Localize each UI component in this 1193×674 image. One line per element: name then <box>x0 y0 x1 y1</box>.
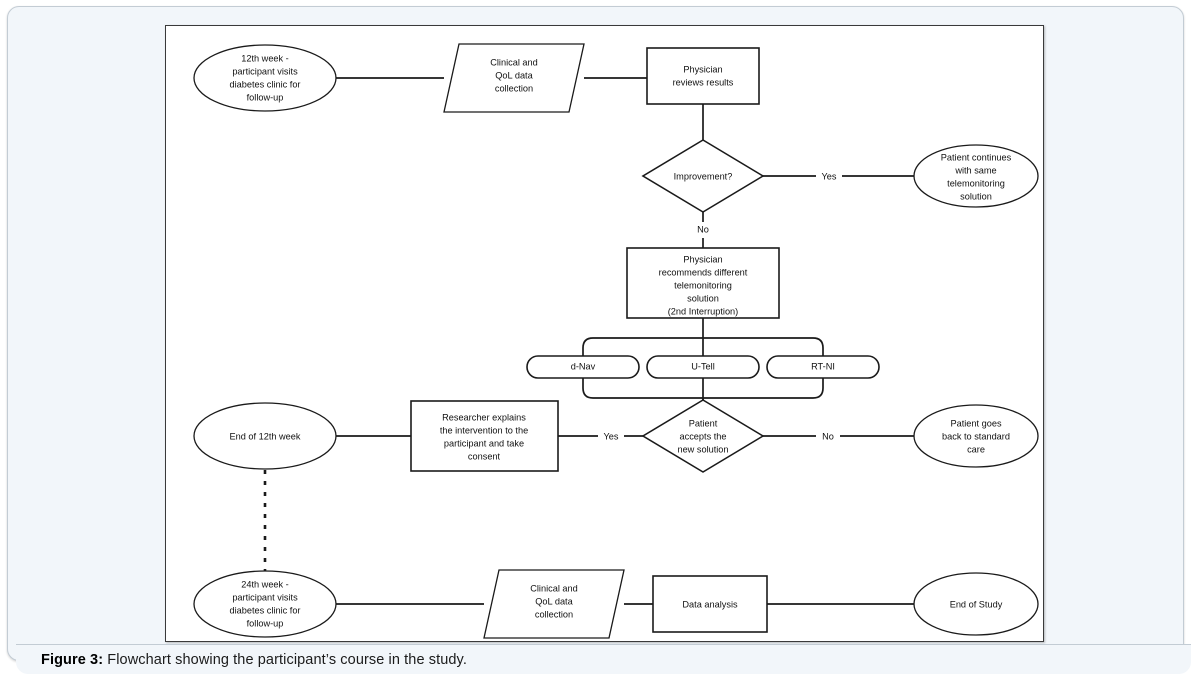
rect-shape <box>646 47 760 105</box>
figure-caption-bar: Figure 3: Flowchart showing the particip… <box>16 644 1191 674</box>
node-label-line3: diabetes clinic for <box>230 79 301 89</box>
figure-card: Yes No Yes No 12th week - participant vi… <box>7 6 1191 674</box>
rounded-shape <box>646 355 760 379</box>
node-label-line4: solution <box>687 293 719 303</box>
label-bg-improvement-no <box>691 222 715 238</box>
node-label-line1: U-Tell <box>691 361 714 371</box>
label-bg-accepts-no <box>816 428 840 444</box>
node-label-line3: collection <box>495 83 533 93</box>
node-researcher-explains-intervention[interactable]: Researcher explains the intervention to … <box>410 400 559 472</box>
node-label-line2: recommends different <box>659 267 748 277</box>
node-clinical-qol-data-collection-1[interactable]: Clinical and QoL data collection <box>443 43 585 113</box>
node-label-line3: telemonitoring <box>947 178 1005 188</box>
node-label-line2: with same <box>954 165 996 175</box>
node-physician-recommends-different-solution[interactable]: Physician recommends different telemonit… <box>626 247 780 319</box>
edge-label-improvement-no: No <box>697 224 709 234</box>
node-label-line2: participant visits <box>232 592 298 602</box>
node-label-line1: Clinical and <box>530 583 578 593</box>
node-label-line3: diabetes clinic for <box>230 605 301 615</box>
node-patient-back-to-standard-care[interactable]: Patient goes back to standard care <box>913 404 1039 468</box>
ellipse-shape <box>913 572 1039 636</box>
node-label-line1: 24th week - <box>241 579 289 589</box>
node-label-line3: telemonitoring <box>674 280 732 290</box>
node-label-line3: collection <box>535 609 573 619</box>
rect-shape <box>626 247 780 319</box>
node-label-line2: QoL data <box>495 70 533 80</box>
node-label-line1: Researcher explains <box>442 412 526 422</box>
node-label-line1: RT-NI <box>811 361 835 371</box>
node-24th-week-visit[interactable]: 24th week - participant visits diabetes … <box>193 570 337 638</box>
node-option-d-nav[interactable]: d-Nav <box>526 355 640 379</box>
node-label-line1: Improvement? <box>674 171 733 181</box>
edge-bus-bottom-left <box>582 378 703 399</box>
edge-bus-top-right <box>703 337 824 356</box>
node-data-analysis[interactable]: Data analysis <box>652 575 768 633</box>
label-bg-improvement-yes <box>816 168 842 184</box>
node-label-line1: Clinical and <box>490 57 538 67</box>
node-patient-accepts-decision[interactable]: Patient accepts the new solution <box>641 399 765 473</box>
diamond-shape <box>641 139 765 213</box>
node-label-line4: consent <box>468 451 501 461</box>
node-label-line1: Physician <box>683 64 722 74</box>
flowchart-panel: Yes No Yes No 12th week - participant vi… <box>165 25 1044 642</box>
node-label-line2: participant visits <box>232 66 298 76</box>
node-option-u-tell[interactable]: U-Tell <box>646 355 760 379</box>
node-option-rt-ni[interactable]: RT-NI <box>766 355 880 379</box>
ellipse-shape <box>913 404 1039 468</box>
node-label-line1: 12th week - <box>241 53 289 63</box>
edge-bus-top-left <box>582 337 703 356</box>
ellipse-shape <box>193 402 337 470</box>
node-label-line1: Patient continues <box>941 152 1012 162</box>
ellipse-shape <box>913 144 1039 208</box>
node-patient-continues-same-solution[interactable]: Patient continues with same telemonitori… <box>913 144 1039 208</box>
node-label-line3: new solution <box>677 444 728 454</box>
node-label-line2: accepts the <box>680 431 727 441</box>
node-label-line2: back to standard <box>942 431 1010 441</box>
node-label-line1: d-Nav <box>571 361 596 371</box>
node-improvement-decision[interactable]: Improvement? <box>641 139 765 213</box>
rect-shape <box>410 400 559 472</box>
node-label-line1: End of Study <box>950 599 1003 609</box>
edge-label-accepts-yes: Yes <box>604 431 619 441</box>
figure-caption: Figure 3: Flowchart showing the particip… <box>16 652 467 668</box>
node-label-line2: the intervention to the <box>440 425 528 435</box>
edge-labels: Yes No Yes No <box>598 168 842 444</box>
node-label-line1: Physician <box>683 254 722 264</box>
rounded-shape <box>766 355 880 379</box>
node-label-line4: solution <box>960 191 992 201</box>
ellipse-shape <box>193 44 337 112</box>
flowchart-svg: Yes No Yes No 12th week - participant vi… <box>193 43 1039 639</box>
parallelogram-shape <box>483 569 625 639</box>
edge-label-accepts-no: No <box>822 431 834 441</box>
label-bg-accepts-yes <box>598 428 624 444</box>
node-clinical-qol-data-collection-2[interactable]: Clinical and QoL data collection <box>483 569 625 639</box>
node-label-line1: Patient goes <box>950 418 1001 428</box>
node-label-line2: reviews results <box>673 77 734 87</box>
figure-caption-label: Figure 3: <box>41 651 104 668</box>
node-physician-reviews-results[interactable]: Physician reviews results <box>646 47 760 105</box>
node-label-line1: Data analysis <box>682 599 738 609</box>
node-end-of-study[interactable]: End of Study <box>913 572 1039 636</box>
rounded-shape <box>526 355 640 379</box>
node-label-line3: participant and take <box>444 438 524 448</box>
node-label-line1: Patient <box>689 418 718 428</box>
edge-label-improvement-yes: Yes <box>822 171 837 181</box>
node-label-line3: care <box>967 444 985 454</box>
connectors <box>263 77 914 605</box>
figure-caption-body: Flowchart showing the participant’s cour… <box>103 651 467 668</box>
parallelogram-shape <box>443 43 585 113</box>
rect-shape <box>652 575 768 633</box>
node-label-line4: follow-up <box>247 618 284 628</box>
ellipse-shape <box>193 570 337 638</box>
node-12th-week-visit[interactable]: 12th week - participant visits diabetes … <box>193 44 337 112</box>
node-label-line1: End of 12th week <box>230 431 301 441</box>
node-label-line5: (2nd Interruption) <box>668 306 738 316</box>
diamond-shape <box>641 399 765 473</box>
node-end-of-12th-week[interactable]: End of 12th week <box>193 402 337 470</box>
edge-bus-bottom-right <box>703 378 824 399</box>
node-label-line2: QoL data <box>535 596 573 606</box>
node-label-line4: follow-up <box>247 92 284 102</box>
